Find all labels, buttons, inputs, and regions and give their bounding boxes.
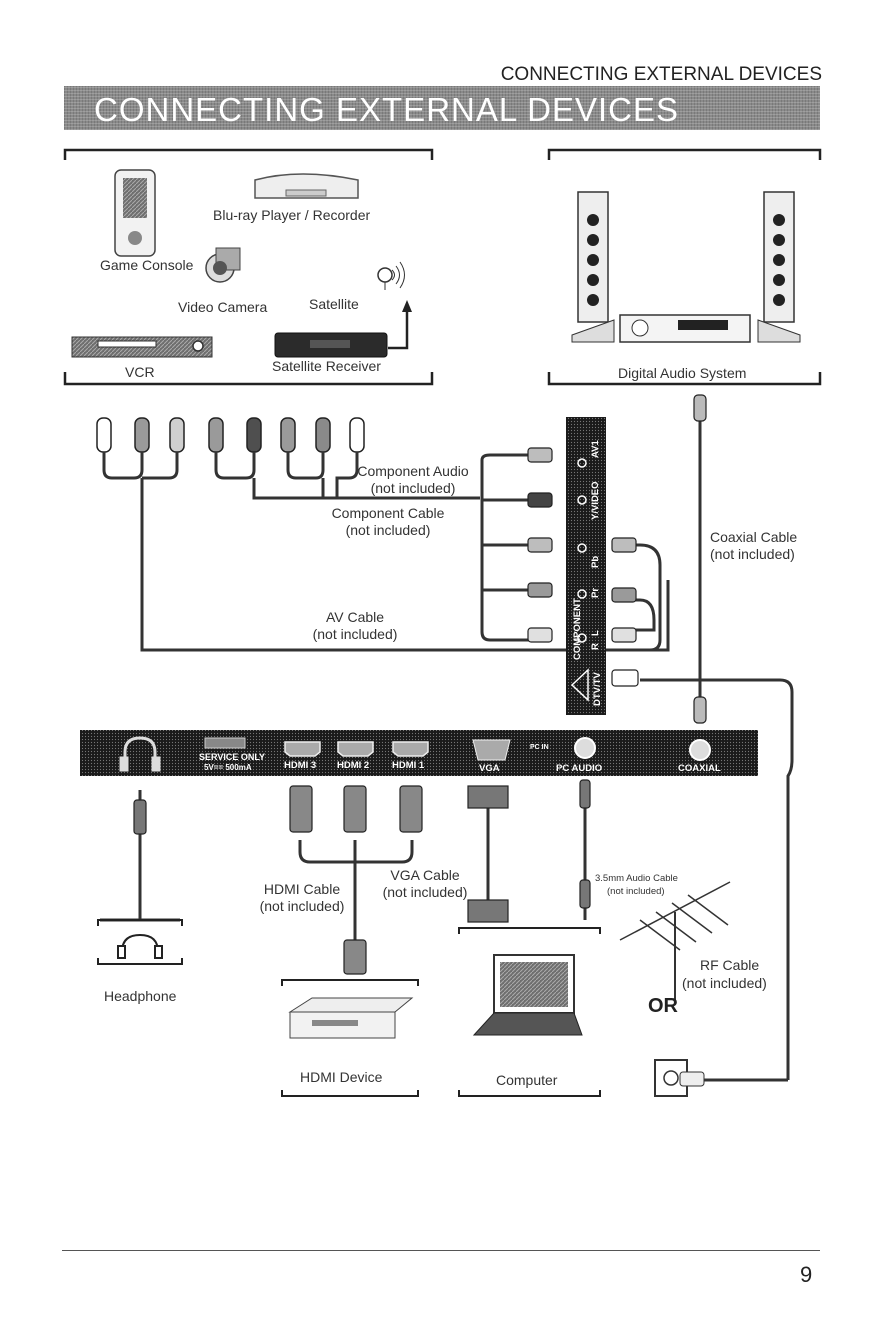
digital-audio-label: Digital Audio System [618,365,747,381]
vga-label: VGA [479,763,500,774]
cables [102,400,794,1082]
satellite-receiver-image [274,300,412,358]
headphone-label: Headphone [104,988,177,1004]
headphone-bracket [97,919,183,965]
game-console-image [114,169,156,257]
hdmi-cable-note: (not included) [259,898,345,914]
pc-audio-jack [574,737,596,759]
hdmi-device-brackets [281,979,419,1097]
game-console-label: Game Console [100,257,194,273]
title-banner: CONNECTING EXTERNAL DEVICES [64,86,820,130]
laptop-image [472,954,583,1036]
component-audio-label: Component Audio [357,463,469,479]
side-label-y-video: Y/VIDEO [590,481,601,520]
vga-cable-note: (not included) [382,884,468,900]
side-label-component: COMPONENT [572,598,583,660]
side-connectors [527,394,707,724]
vcr-label: VCR [125,364,155,380]
side-input-panel [566,417,606,715]
footer-rule [62,1250,820,1251]
video-camera-image [205,247,241,283]
digital-audio-system-image [571,191,801,343]
component-cable-label: Component Cable [331,505,445,521]
hdmi-device-label: HDMI Device [300,1069,383,1085]
coaxial-port-label: COAXIAL [678,763,721,774]
side-label-pb: Pb [590,555,601,568]
component-audio-note: (not included) [370,480,456,496]
satellite-dish-image [377,261,405,290]
satellite-receiver-label: Satellite Receiver [272,358,381,374]
computer-brackets [458,927,601,1097]
hdmi-cable-label: HDMI Cable [263,881,341,897]
pc-audio-label: PC AUDIO [556,763,603,774]
hdmi-ports [284,741,429,757]
bluray-label: Blu-ray Player / Recorder [213,207,371,223]
audio-cable-label: 3.5mm Audio Cable [595,873,678,884]
computer-label: Computer [496,1072,558,1088]
lower-plugs [133,779,591,975]
lower-cables [100,790,587,940]
bluray-player-image [254,173,359,199]
rf-cable-note: (not included) [682,975,767,991]
side-label-av1: AV1 [590,440,601,458]
headphone-jack-icon [119,736,161,772]
audio-bracket [547,148,822,386]
service-spec-label: 5V== 500mA [204,763,252,772]
side-label-l: L [590,630,601,636]
av-cable-note: (not included) [312,626,398,642]
vga-port [472,739,511,761]
vcr-image [71,336,213,358]
side-label-r: R [590,643,601,650]
rf-antenna-image [619,881,731,1000]
rca-plugs [96,417,365,453]
hdmi3-label: HDMI 3 [284,760,317,771]
vga-cable-label: VGA Cable [390,867,460,883]
pc-in-label: PC IN [530,744,549,751]
hdmi1-label: HDMI 1 [392,760,425,771]
coaxial-cable-label: Coaxial Cable [710,529,798,545]
side-panel-jacks [577,458,587,643]
audio-cable-note: (not included) [607,886,665,897]
hdmi-device-image [288,997,414,1039]
headphone-image [117,933,163,959]
antenna-icon [570,668,589,702]
or-label: OR [648,995,678,1017]
wall-outlet-image [654,1059,705,1097]
component-cable-note: (not included) [345,522,431,538]
av-cable-label: AV Cable [325,609,385,625]
satellite-label: Satellite [309,296,359,312]
side-label-dtv-tv: DTV/TV [592,672,603,706]
usb-port [204,737,246,749]
rf-cable-label: RF Cable [700,957,760,973]
page-number: 9 [800,1262,813,1287]
coaxial-jack [689,739,711,761]
side-label-pr: Pr [590,587,601,598]
running-header: CONNECTING EXTERNAL DEVICES [500,64,822,85]
hdmi2-label: HDMI 2 [337,760,370,771]
coaxial-cable-note: (not included) [710,546,795,562]
source-bracket [63,148,434,386]
banner-title: CONNECTING EXTERNAL DEVICES [94,91,680,128]
video-camera-label: Video Camera [178,299,268,315]
service-only-label: SERVICE ONLY [199,752,266,762]
